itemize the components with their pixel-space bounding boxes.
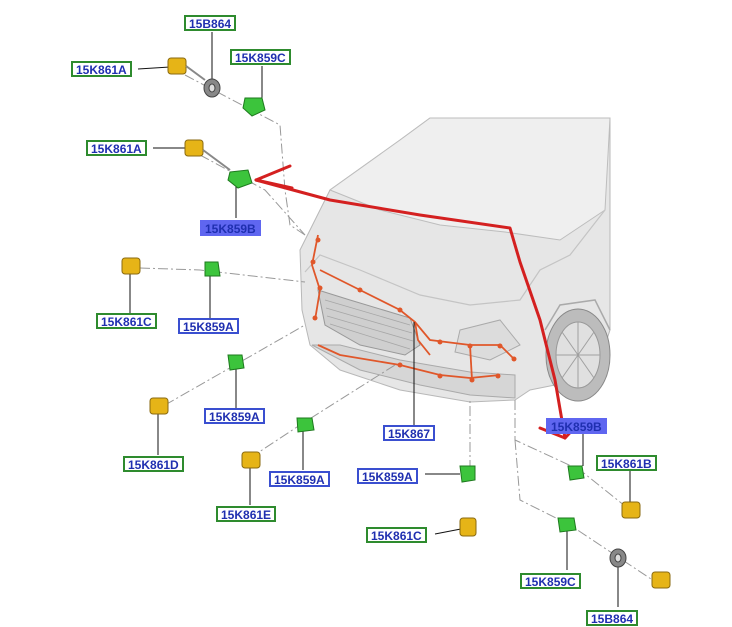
label-15k861d: 15K861D — [123, 456, 184, 472]
leader-lines — [129, 32, 631, 607]
label-15k859c-bottom: 15K859C — [520, 573, 581, 589]
label-15b864-bottom: 15B864 — [586, 610, 639, 626]
label-15k861e: 15K861E — [216, 506, 277, 522]
label-15k859b-left: 15K859B — [200, 220, 261, 236]
label-15k859a-center: 15K859A — [357, 468, 418, 484]
sensor-15k861e — [241, 451, 261, 469]
sensor-15k861c-right — [459, 517, 477, 537]
sensor-15k861a-mid — [184, 139, 231, 171]
car-illustration — [299, 117, 611, 403]
harness-connectors — [310, 237, 517, 383]
label-15k861a-top: 15K861A — [71, 61, 132, 77]
label-15k867: 15K867 — [383, 425, 436, 441]
sensor-15k861b — [621, 501, 641, 519]
label-15k861c-left: 15K861C — [96, 313, 157, 329]
label-15k861a-mid: 15K861A — [86, 140, 147, 156]
label-15k859b-right: 15K859B — [546, 418, 607, 434]
label-15k859a-mid: 15K859A — [204, 408, 265, 424]
label-15k859a-low: 15K859A — [269, 471, 330, 487]
parking-sensors — [121, 57, 671, 589]
label-15b864-top: 15B864 — [184, 15, 237, 31]
sensor-brackets — [204, 97, 585, 533]
label-15k859a-left: 15K859A — [178, 318, 239, 334]
label-15k861b: 15K861B — [596, 455, 657, 471]
sensor-15k861d — [149, 397, 169, 415]
grommets — [203, 78, 627, 568]
label-15k861c-right: 15K861C — [366, 527, 427, 543]
sensor-15k861a-top — [167, 57, 206, 81]
wiring-harness — [311, 234, 516, 381]
sensor-15k861c-left — [121, 257, 141, 275]
sensor-15k861-bottom — [651, 571, 671, 589]
label-15k859c-top: 15K859C — [230, 49, 291, 65]
